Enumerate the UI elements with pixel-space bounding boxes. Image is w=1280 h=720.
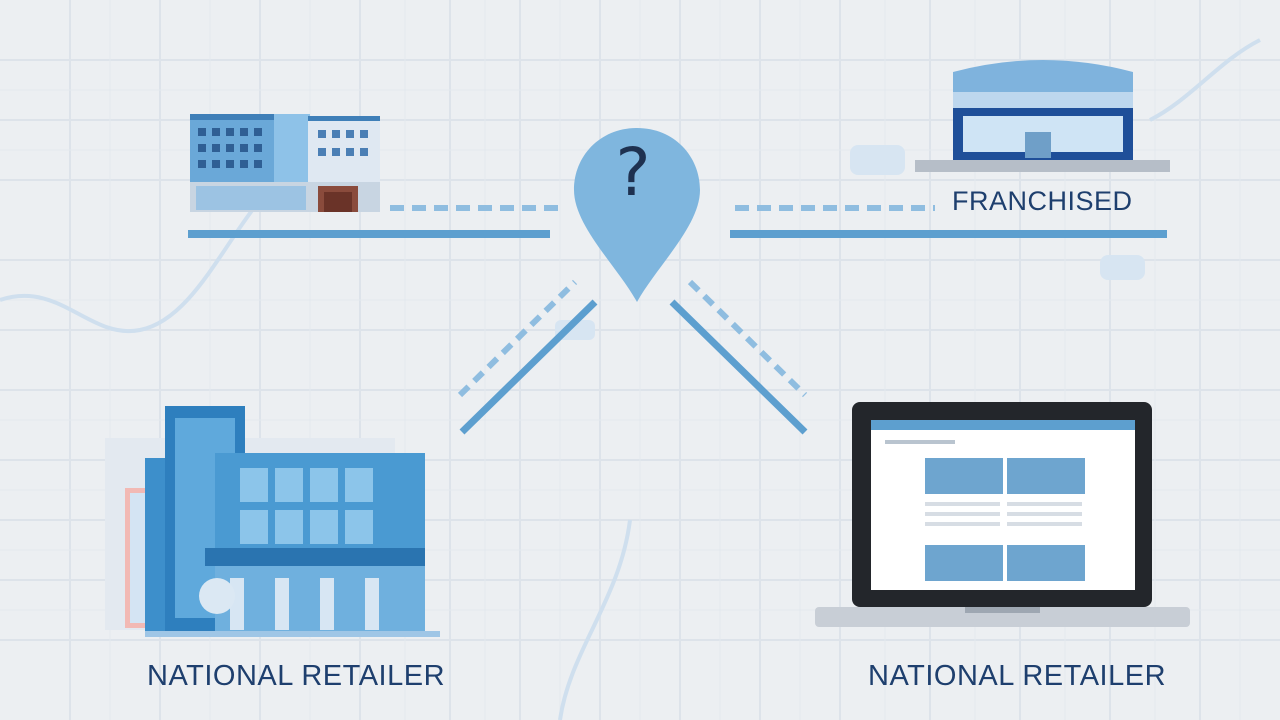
- label-national-retailer-left: NATIONAL RETAILER: [147, 660, 446, 692]
- connector-lines-diagonal: [457, 279, 808, 435]
- laptop-ecommerce-icon: [815, 402, 1190, 627]
- label-national-retailer-right: NATIONAL RETAILER: [868, 660, 1167, 692]
- question-mark-glyph: ?: [615, 134, 651, 211]
- modern-retail-building-icon: [105, 406, 440, 637]
- storefront-icon: [915, 60, 1170, 172]
- label-franchised: FRANCHISED: [952, 186, 1133, 216]
- office-building-icon: [190, 114, 380, 212]
- connector-lines-top: [188, 205, 1167, 238]
- question-map-pin-icon: [574, 128, 700, 302]
